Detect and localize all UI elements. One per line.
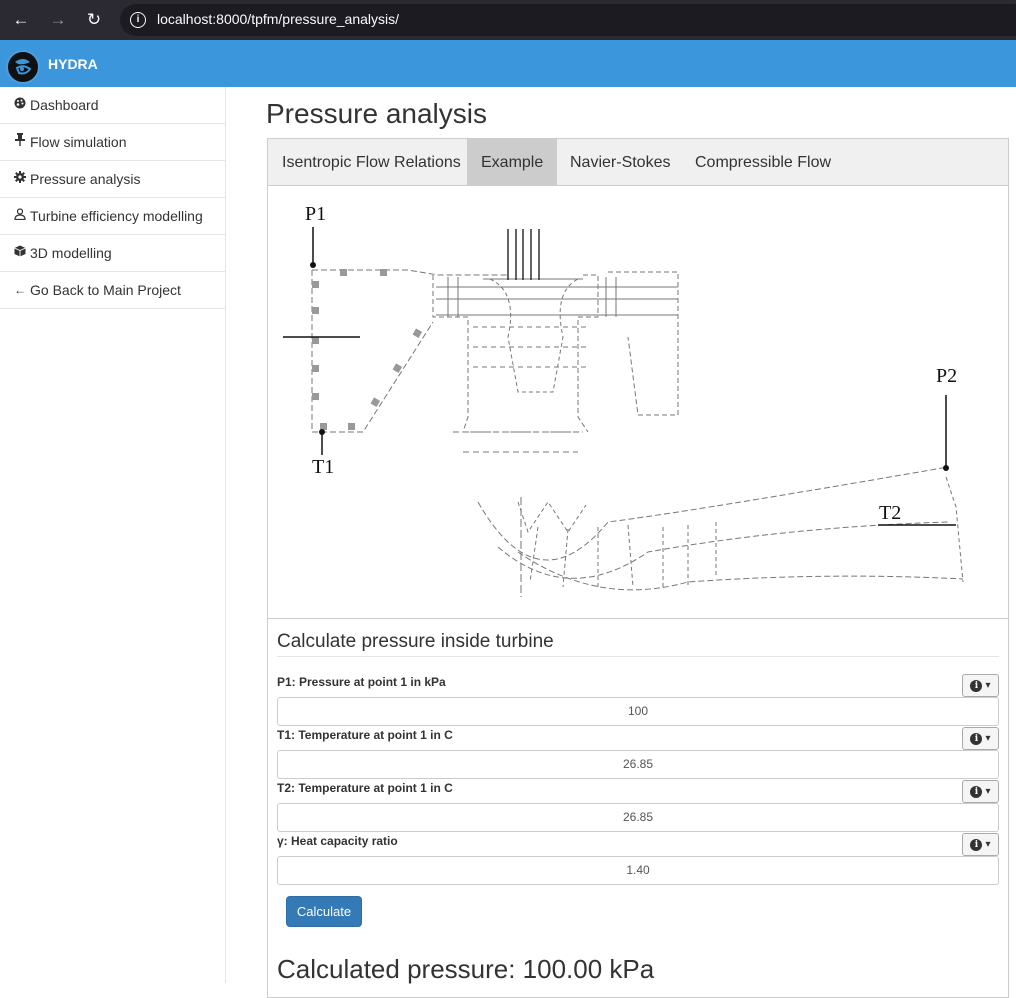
caret-down-icon: ▾ bbox=[985, 786, 991, 797]
arrow-left-icon: ← bbox=[14, 282, 26, 297]
tab-isentropic-flow-relations[interactable]: Isentropic Flow Relations bbox=[282, 154, 461, 171]
hydra-logo-icon[interactable] bbox=[6, 50, 40, 84]
brand-name[interactable]: HYDRA bbox=[48, 56, 98, 72]
info-icon: i bbox=[970, 732, 983, 745]
info-icon[interactable]: i bbox=[130, 12, 146, 28]
browser-toolbar: ← → ↻ i localhost:8000/tpfm/pressure_ana… bbox=[0, 0, 1016, 40]
sidebar-item-3d-modelling[interactable]: 3D modelling bbox=[0, 235, 225, 272]
address-bar[interactable]: i localhost:8000/tpfm/pressure_analysis/ bbox=[120, 4, 1016, 36]
t1-input[interactable]: 26.85 bbox=[277, 750, 999, 779]
reload-icon[interactable]: ↻ bbox=[86, 10, 102, 29]
sidebar-item-label: Turbine efficiency modelling bbox=[30, 207, 203, 224]
tab-bar: Isentropic Flow Relations Example Navier… bbox=[268, 139, 1008, 186]
sidebar-item-turbine-efficiency[interactable]: Turbine efficiency modelling bbox=[0, 198, 225, 235]
sidebar-item-label: Flow simulation bbox=[30, 133, 127, 150]
caret-down-icon: ▾ bbox=[985, 839, 991, 850]
form-title: Calculate pressure inside turbine bbox=[277, 631, 554, 652]
label-t2: T2 bbox=[879, 502, 901, 524]
url-path: :8000/tpfm/pressure_analysis/ bbox=[212, 11, 400, 27]
sidebar-item-pressure-analysis[interactable]: Pressure analysis bbox=[0, 161, 225, 198]
sidebar-item-dashboard[interactable]: Dashboard bbox=[0, 87, 225, 124]
gamma-input[interactable]: 1.40 bbox=[277, 856, 999, 885]
tab-compressible-flow[interactable]: Compressible Flow bbox=[695, 154, 832, 171]
tab-example[interactable]: Example bbox=[467, 139, 558, 186]
divider bbox=[277, 656, 999, 657]
label-t1: T1 bbox=[312, 456, 334, 478]
t2-input[interactable]: 26.85 bbox=[277, 803, 999, 832]
palette-icon bbox=[13, 88, 27, 123]
pressure-form: Calculate pressure inside turbine P1: Pr… bbox=[268, 618, 1008, 984]
result-text: Calculated pressure: 100.00 kPa bbox=[277, 954, 655, 984]
p1-info-button[interactable]: i▾ bbox=[962, 674, 999, 697]
t2-label: T2: Temperature at point 1 in C bbox=[277, 781, 453, 795]
t1-info-button[interactable]: i▾ bbox=[962, 727, 999, 750]
gamma-info-button[interactable]: i▾ bbox=[962, 833, 999, 856]
tab-panel: Isentropic Flow Relations Example Navier… bbox=[267, 138, 1009, 998]
info-icon: i bbox=[970, 838, 983, 851]
arrow-right-icon[interactable]: → bbox=[49, 10, 67, 29]
info-icon: i bbox=[970, 679, 983, 692]
p1-input[interactable]: 100 bbox=[277, 697, 999, 726]
main-content: Pressure analysis Isentropic Flow Relati… bbox=[226, 87, 1016, 998]
caret-down-icon: ▾ bbox=[985, 733, 991, 744]
sidebar: Dashboard Flow simulation Pressure analy… bbox=[0, 87, 226, 983]
p1-label: P1: Pressure at point 1 in kPa bbox=[277, 675, 446, 689]
app-navbar: HYDRA bbox=[0, 40, 1016, 87]
tab-navier-stokes[interactable]: Navier-Stokes bbox=[570, 154, 671, 171]
cube-icon bbox=[13, 236, 27, 271]
caret-down-icon: ▾ bbox=[985, 680, 991, 691]
sidebar-item-back-to-main[interactable]: ← Go Back to Main Project bbox=[0, 272, 225, 309]
sidebar-item-label: Pressure analysis bbox=[30, 170, 141, 187]
sidebar-item-label: Dashboard bbox=[30, 96, 99, 113]
sidebar-item-label: 3D modelling bbox=[30, 244, 112, 261]
turbine-diagram: P1 T1 P2 T2 bbox=[283, 203, 964, 597]
info-icon: i bbox=[970, 785, 983, 798]
t2-info-button[interactable]: i▾ bbox=[962, 780, 999, 803]
gear-icon bbox=[13, 162, 27, 197]
calculate-button[interactable]: Calculate bbox=[286, 896, 362, 927]
pin-icon bbox=[13, 125, 27, 160]
label-p1: P1 bbox=[305, 203, 326, 225]
url-host: localhost bbox=[157, 11, 213, 27]
gamma-label: γ: Heat capacity ratio bbox=[277, 834, 398, 848]
page-title: Pressure analysis bbox=[266, 98, 487, 129]
sidebar-item-label: Go Back to Main Project bbox=[30, 281, 181, 298]
sidebar-item-flow-simulation[interactable]: Flow simulation bbox=[0, 124, 225, 161]
label-p2: P2 bbox=[936, 365, 957, 387]
user-icon bbox=[13, 199, 27, 234]
arrow-left-icon[interactable]: ← bbox=[12, 10, 30, 29]
t1-label: T1: Temperature at point 1 in C bbox=[277, 728, 453, 742]
url-text[interactable]: localhost:8000/tpfm/pressure_analysis/ bbox=[157, 11, 399, 27]
